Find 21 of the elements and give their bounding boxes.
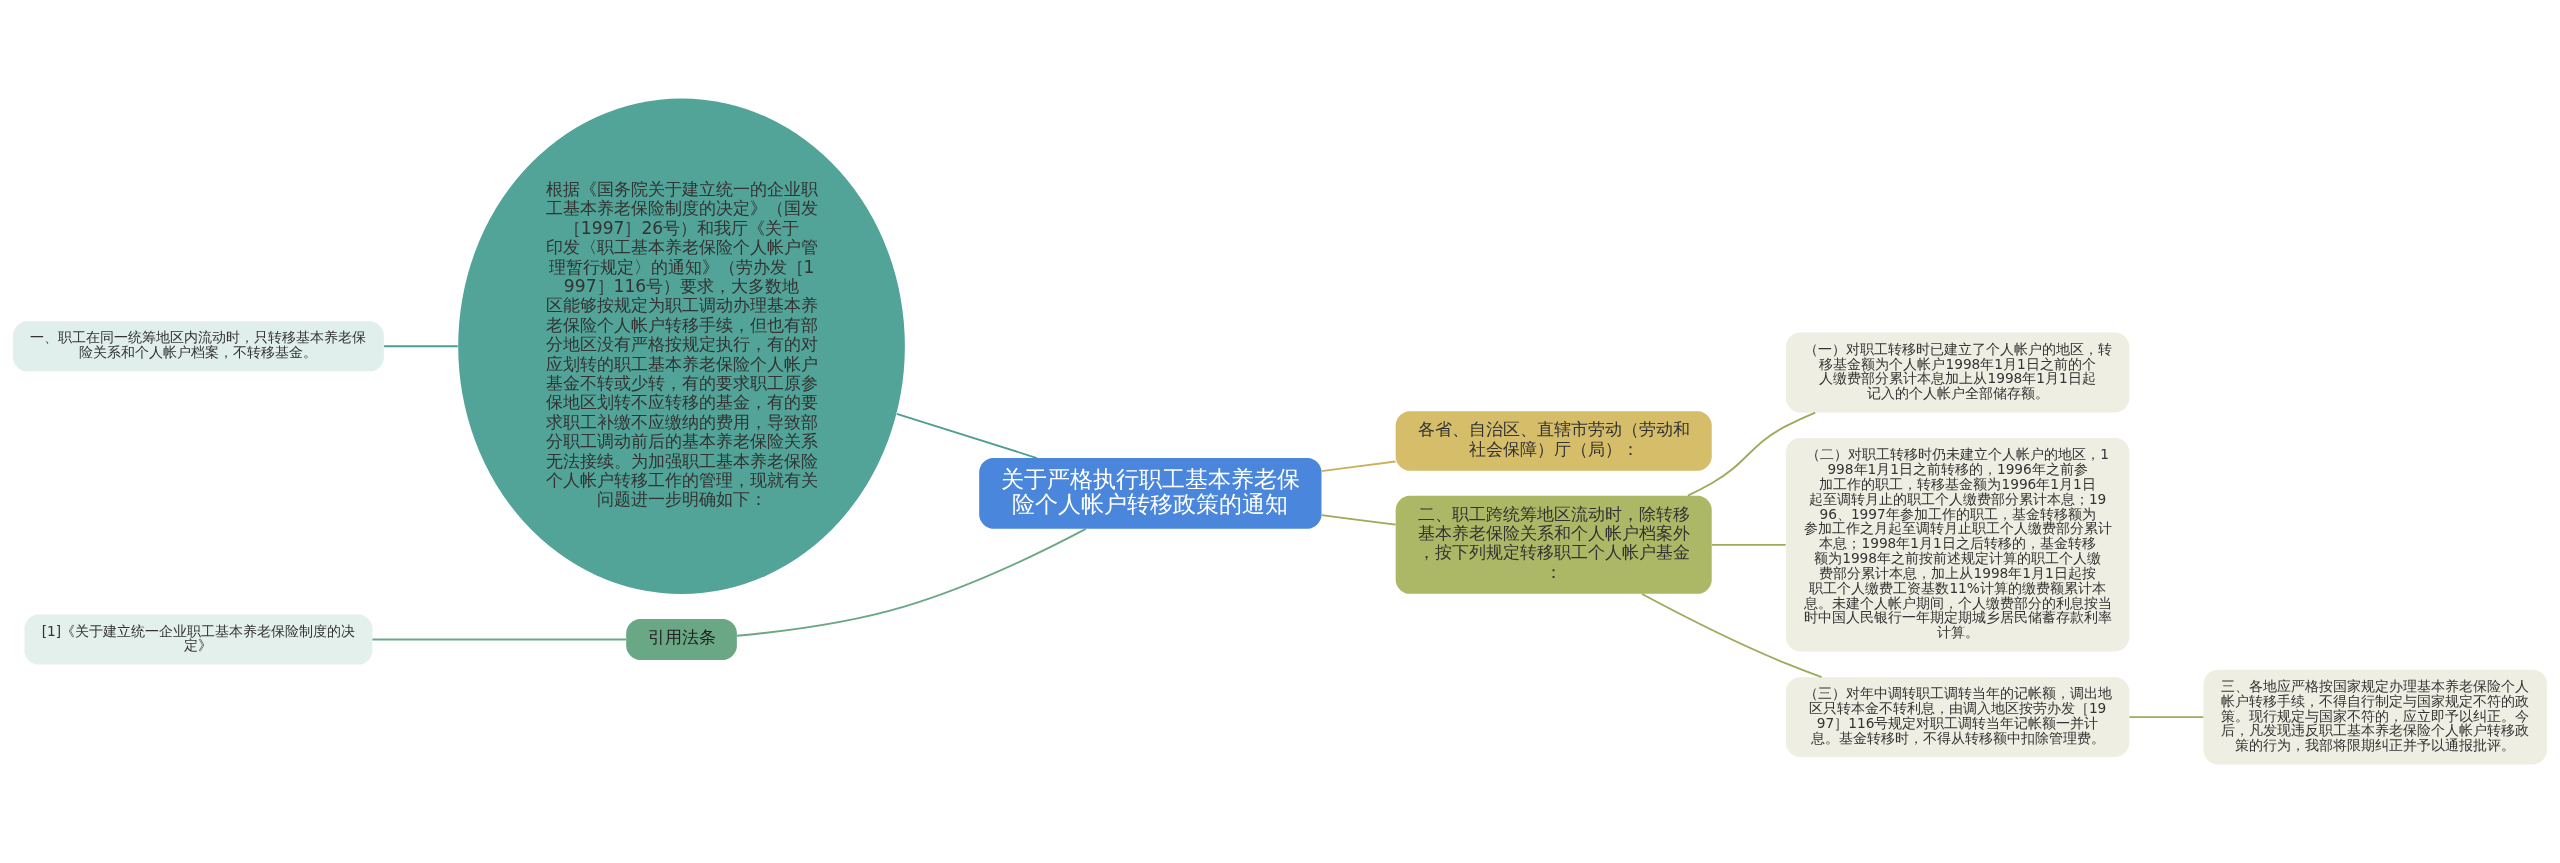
node-box: （三）对年中调转职工调转当年的记帐额，调出地区只转本金不转利息，由调入地区按劳办发［1997］116号规定对职工调转当年记帐额一并计息。基金转移时，不得从转移额中扣除管理费。 (1785, 677, 2130, 757)
connector (371, 638, 628, 641)
node-box: 引用法条 (626, 618, 737, 661)
connector (1320, 460, 1397, 473)
node-box: 三、各地应严格按国家规定办理基本养老保险个人帐户转移手续，不得自行制定与国家规定不符的政策。现行规定与国家不符的，应立即予以纠正。今后，凡发现违反职工基本养老保险个人帐户转移政策的行为，我部将限期纠正并予以通报批评。 (2203, 669, 2547, 765)
node-circle: 根据《国务院关于建立统一的企业职工基本养老保险制度的决定》（国发［1997］26号）和我厅《关于印发〈职工基本养老保险个人帐户管理暂行规定〉的通知》（劳办发［1997］116号）要求，大多数地区能够按规定为职工调动办理基本养老保险个人帐户转移手续，但也有部分地区没有严格按规定执行，有的对应划转的职工基本养老保险个人帐户基金不转或少转，有的要求职工原参保地区划转不应转移的基金，有的要求职工补缴不应缴纳的费用，导致部分职工调动前后的基本养老保险关系无法接续。为加强职工基本养老保险个人帐户转移工作的管理，现就有关问题进一步明确如下： (458, 98, 905, 595)
connector (736, 527, 1087, 637)
connector (2128, 716, 2205, 718)
connector (895, 412, 1038, 459)
node-box: 关于严格执行职工基本养老保险个人帐户转移政策的通知 (979, 458, 1322, 529)
node-box: [1]《关于建立统一企业职工基本养老保险制度的决定》 (24, 614, 373, 665)
node-box: （二）对职工转移时仍未建立个人帐户的地区，1998年1月1日之前转移的，1996年之前参加工作的职工，转移基金额为1996年1月1日起至调转月止的职工个人缴费部分累计本息；1996、1997年参加工作的职工，基金转移额为参加工作之月起至调转月止职工个人缴费部分累计本息；1998年1月1日之后转移的，基金转移额为1998年之前按前述规定计算的职工个人缴费部分累计本息，加上从1998年1月1日起按职工个人缴费工资基数11%计算的缴费额累计本息。未建个人帐户期间，个人缴费部分的利息按当时中国人民银行一年期定期城乡居民储蓄存款利率计算。 (1785, 438, 2130, 652)
connector (1320, 514, 1397, 526)
node-box: 一、职工在同一统筹地区内流动时，只转移基本养老保险关系和个人帐户档案，不转移基金。 (13, 321, 384, 372)
node-box: （一）对职工转移时已建立了个人帐户的地区，转移基金额为个人帐户1998年1月1日之前的个人缴费部分累计本息加上从1998年1月1日起记入的个人帐户全部储存额。 (1785, 332, 2130, 413)
connector (1710, 543, 1787, 546)
connector (1687, 411, 1817, 497)
node-box: 各省、自治区、直辖市劳动（劳动和社会保障）厅（局）： (1395, 411, 1712, 471)
node-box: 二、职工跨统筹地区流动时，除转移基本养老保险关系和个人帐户档案外，按下列规定转移职工个人帐户基金： (1395, 495, 1712, 594)
connector (1641, 593, 1823, 678)
connector (383, 345, 459, 348)
